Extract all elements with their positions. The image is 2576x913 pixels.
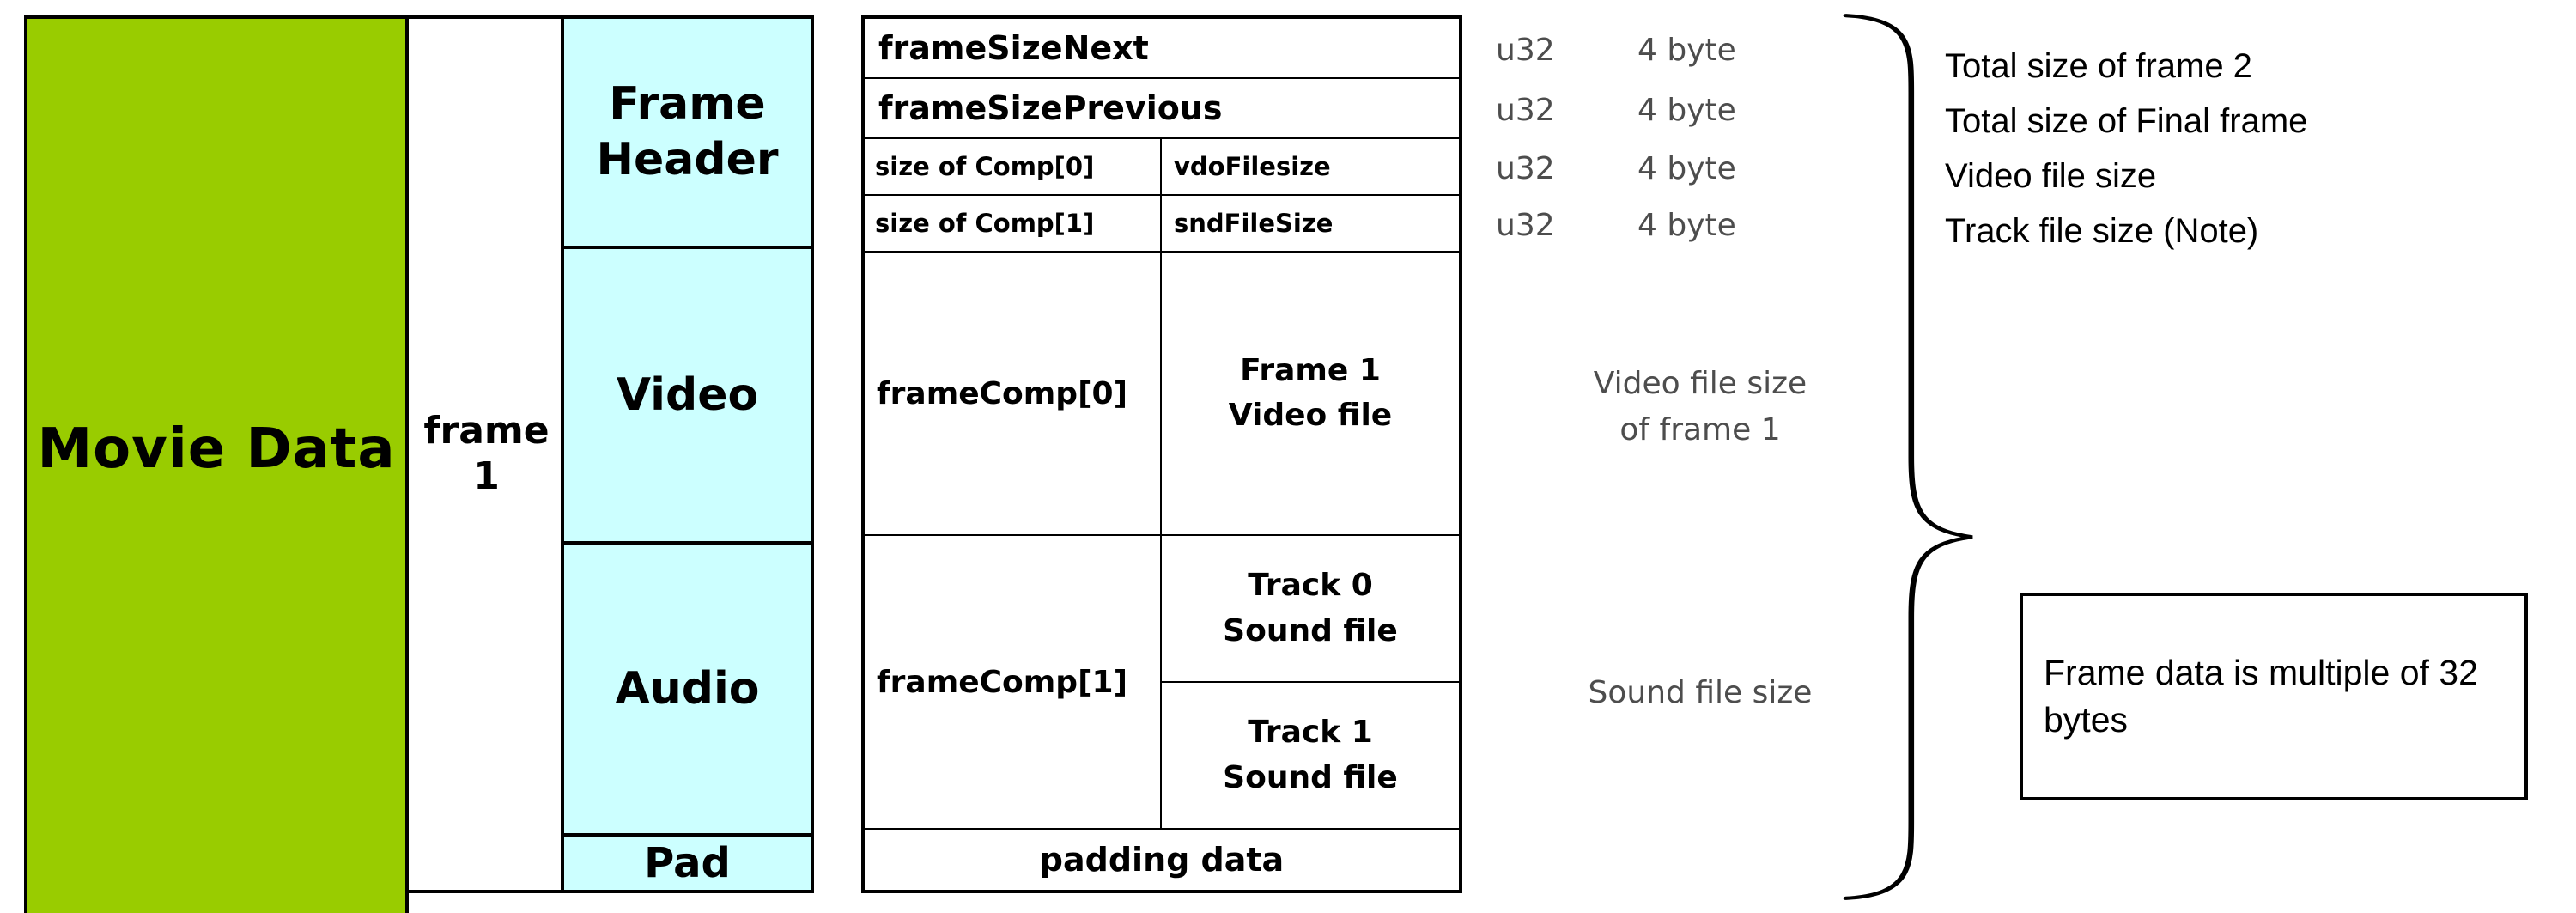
size-of-comp1-text: size of Comp[1] xyxy=(875,209,1095,238)
byte-size-label: 4 byte xyxy=(1637,207,1736,243)
track1-line2: Sound file xyxy=(1223,759,1398,795)
u32-type-label: u32 xyxy=(1496,150,1555,186)
sound-size-text: Sound file size xyxy=(1588,675,1813,710)
annotation-total-size-frame2: Total size of frame 2 xyxy=(1945,46,2563,86)
type-size-annotation-row: u32 4 byte xyxy=(1496,31,1788,69)
annotation-text: Total size of Final frame xyxy=(1945,101,2308,140)
annotation-text: Total size of frame 2 xyxy=(1945,46,2252,85)
annotation-text: Track file size (Note) xyxy=(1945,211,2259,250)
audio-section-label: Audio xyxy=(615,663,760,715)
section-pad: Pad xyxy=(561,833,814,893)
u32-type-label: u32 xyxy=(1496,32,1555,68)
frame-label-line2: 1 xyxy=(473,454,500,498)
framecomp1-label: frameComp[1] xyxy=(865,536,1162,828)
track0-sound-file-cell: Track 0 Sound file xyxy=(1162,536,1459,683)
table-row-framesizeprevious: frameSizePrevious xyxy=(865,79,1459,139)
byte-size-label: 4 byte xyxy=(1637,92,1736,128)
table-block-framecomp1: frameComp[1] Track 0 Sound file Track 1 … xyxy=(865,536,1459,830)
pad-section-label: Pad xyxy=(644,839,731,887)
sound-files-cell: Track 0 Sound file Track 1 Sound file xyxy=(1162,536,1459,828)
size-of-comp0-label: size of Comp[0] xyxy=(865,139,1162,194)
table-row-padding-data: padding data xyxy=(865,830,1459,890)
frame1-video-file-line2: Video file xyxy=(1228,398,1393,433)
frame-header-line2: Header xyxy=(596,134,779,186)
u32-type-label: u32 xyxy=(1496,207,1555,243)
table-row-size-of-comp0: size of Comp[0] vdoFilesize xyxy=(865,139,1459,196)
section-frame-header: Frame Header xyxy=(561,15,814,249)
video-file-size-annotation: Video file size of frame 1 xyxy=(1537,361,1863,453)
sound-file-size-annotation: Sound file size xyxy=(1537,670,1863,716)
size-of-comp0-text: size of Comp[0] xyxy=(875,152,1095,181)
size-of-comp1-label: size of Comp[1] xyxy=(865,196,1162,251)
video-size-line2: of frame 1 xyxy=(1619,412,1781,447)
type-size-annotation-row: u32 4 byte xyxy=(1496,206,1788,244)
frame1-video-file-cell: Frame 1 Video file xyxy=(1162,253,1459,534)
table-row-framesizenext: frameSizeNext xyxy=(865,19,1459,79)
note-box-text: Frame data is multiple of 32 bytes xyxy=(2044,652,2478,740)
sndfilesize-text: sndFileSize xyxy=(1174,209,1334,238)
annotation-track-file-size: Track file size (Note) xyxy=(1945,211,2563,251)
frame-1-column: frame 1 xyxy=(405,15,568,893)
movie-data-label: Movie Data xyxy=(37,417,396,481)
note-box: Frame data is multiple of 32 bytes xyxy=(2020,593,2528,800)
section-audio: Audio xyxy=(561,541,814,837)
framesizenext-label: frameSizeNext xyxy=(878,29,1149,67)
framecomp0-label: frameComp[0] xyxy=(865,253,1162,534)
track1-sound-file-cell: Track 1 Sound file xyxy=(1162,683,1459,828)
track1-line1: Track 1 xyxy=(1248,715,1373,751)
annotation-text: Video file size xyxy=(1945,156,2157,195)
table-block-framecomp0: frameComp[0] Frame 1 Video file xyxy=(865,253,1459,536)
frame-header-line1: Frame xyxy=(609,78,766,130)
vdofilesize-text: vdoFilesize xyxy=(1174,152,1331,181)
framecomp1-text: frameComp[1] xyxy=(877,664,1128,700)
type-size-annotation-row: u32 4 byte xyxy=(1496,149,1788,187)
section-video: Video xyxy=(561,246,814,545)
type-size-annotation-row: u32 4 byte xyxy=(1496,91,1788,129)
frame-label-line1: frame xyxy=(423,409,550,453)
annotation-total-size-final-frame: Total size of Final frame xyxy=(1945,101,2563,141)
video-section-label: Video xyxy=(616,369,759,421)
frame-structure-table: frameSizeNext frameSizePrevious size of … xyxy=(861,15,1462,893)
sndfilesize-label: sndFileSize xyxy=(1162,196,1459,251)
track0-line2: Sound file xyxy=(1223,612,1398,648)
curly-brace-icon xyxy=(1838,12,1979,902)
padding-data-text: padding data xyxy=(1039,841,1285,879)
movie-data-block: Movie Data xyxy=(24,15,409,913)
frame1-video-file-line1: Frame 1 xyxy=(1240,352,1381,388)
framecomp0-text: frameComp[0] xyxy=(877,375,1128,411)
byte-size-label: 4 byte xyxy=(1637,150,1736,186)
vdofilesize-label: vdoFilesize xyxy=(1162,139,1459,194)
track0-line1: Track 0 xyxy=(1248,568,1373,604)
table-row-size-of-comp1: size of Comp[1] sndFileSize xyxy=(865,196,1459,253)
byte-size-label: 4 byte xyxy=(1637,32,1736,68)
video-size-line1: Video file size xyxy=(1593,366,1807,401)
u32-type-label: u32 xyxy=(1496,92,1555,128)
framesizeprevious-label: frameSizePrevious xyxy=(878,89,1223,127)
annotation-video-file-size: Video file size xyxy=(1945,156,2563,196)
